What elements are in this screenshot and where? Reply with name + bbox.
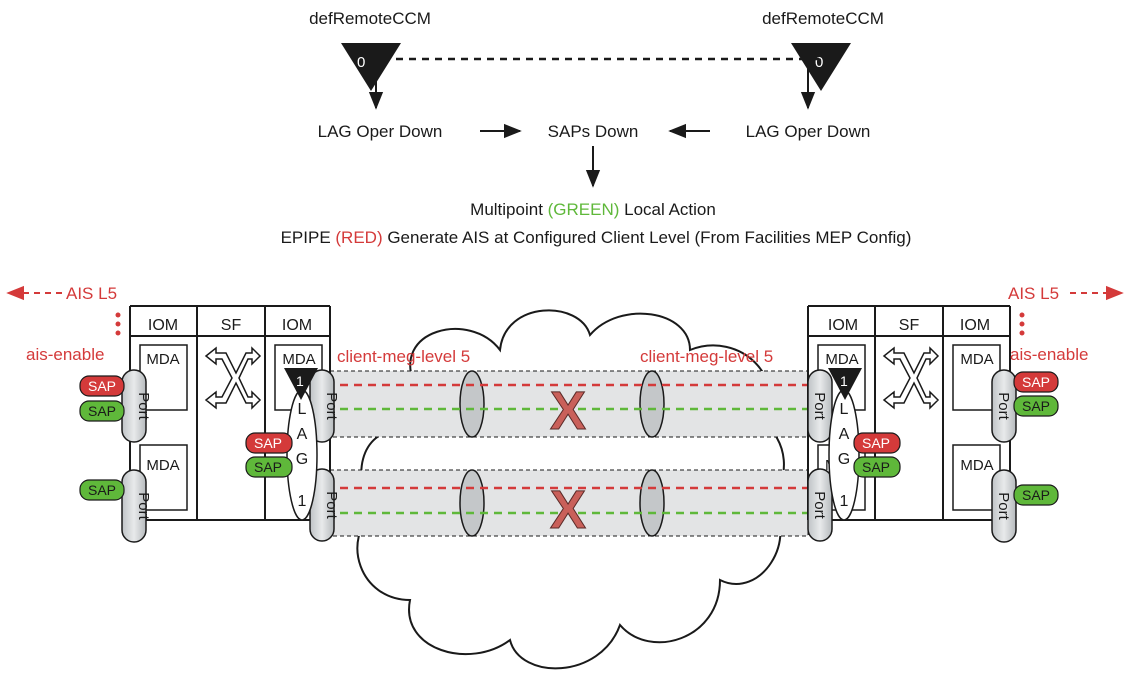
right-sap-red-top: SAP — [1013, 371, 1059, 393]
right-sap-red-top-label: SAP — [1022, 374, 1050, 390]
right-mda-bottom-label: MDA — [960, 457, 993, 474]
right-sf-label: SF — [899, 317, 920, 334]
right-lag-mep-marker: 1 — [828, 368, 862, 400]
right-port-top: Port — [991, 369, 1017, 443]
left-sap-green-bottom-label: SAP — [88, 482, 116, 498]
left-lag-port-bottom: Port — [309, 468, 340, 542]
right-lag-sap-red-label: SAP — [862, 435, 890, 451]
left-sap-red-top-label: SAP — [88, 378, 116, 394]
lower-link — [329, 469, 809, 537]
left-ais-enable-label: ais-enable — [26, 345, 104, 364]
right-iom-b-label: IOM — [960, 317, 990, 334]
right-switch-fabric-icon — [882, 346, 940, 410]
left-mda-top — [139, 344, 188, 411]
left-meg-level-label: client-meg-level 5 — [337, 347, 470, 366]
left-mda-lag-label: MDA — [282, 351, 315, 368]
left-mep-level: 0 — [357, 54, 365, 71]
right-lag-sap-red: SAP — [853, 432, 901, 454]
left-lag-status: LAG Oper Down — [318, 122, 443, 141]
right-meg-level-label: client-meg-level 5 — [640, 347, 773, 366]
left-iom-b-label: IOM — [282, 317, 312, 334]
action-line-1: Multipoint (GREEN) Local Action — [470, 200, 716, 219]
right-port-top-label: Port — [995, 392, 1012, 420]
right-lag-port-bottom-label: Port — [811, 491, 828, 519]
left-sap-red-top: SAP — [79, 375, 125, 397]
left-lag-sap-red-label: SAP — [254, 435, 282, 451]
right-sap-green-top: SAP — [1013, 395, 1059, 417]
left-lag-sap-green-label: SAP — [254, 459, 282, 475]
left-ccm-label: defRemoteCCM — [309, 9, 431, 28]
right-lag-sap-green: SAP — [853, 456, 901, 478]
left-lag-letter-l: L — [298, 401, 307, 418]
left-lag: L A G 1 — [286, 389, 318, 521]
left-lag-mep-level: 1 — [296, 373, 304, 389]
left-port-top-label: Port — [135, 392, 152, 420]
right-lag-port-bottom: Port — [807, 468, 833, 542]
left-ais-dots — [115, 312, 121, 336]
left-lag-port-bottom-label: Port — [323, 491, 340, 519]
left-port-top: Port — [121, 369, 152, 443]
right-port-bottom-label: Port — [995, 492, 1012, 520]
left-iom-a-label: IOM — [148, 317, 178, 334]
left-ais-label: AIS L5 — [66, 284, 117, 303]
left-mda-bottom-label: MDA — [146, 457, 179, 474]
left-sap-green-top-label: SAP — [88, 403, 116, 419]
left-sap-green-bottom: SAP — [79, 479, 125, 501]
right-ais-enable-label: ais-enable — [1010, 345, 1088, 364]
right-sap-green-top-label: SAP — [1022, 398, 1050, 414]
right-lag-letter-a: A — [839, 426, 850, 443]
right-lag-number: 1 — [840, 493, 849, 510]
right-lag-status: LAG Oper Down — [746, 122, 871, 141]
right-ccm-label: defRemoteCCM — [762, 9, 884, 28]
left-sap-green-top: SAP — [79, 400, 125, 422]
right-lag: L A G 1 — [828, 389, 860, 521]
right-mda-top-label: MDA — [960, 351, 993, 368]
left-lag-mep-marker: 1 — [284, 368, 318, 400]
left-lag-number: 1 — [298, 493, 307, 510]
right-lag-port-top-label: Port — [811, 392, 828, 420]
right-sap-green-bottom: SAP — [1013, 484, 1059, 506]
left-node: IOM SF IOM MDA MDA MDA — [129, 305, 331, 521]
right-lag-port-top: Port — [807, 369, 833, 443]
left-lag-letter-g: G — [296, 451, 308, 468]
left-sf-label: SF — [221, 317, 242, 334]
right-iom-a-label: IOM — [828, 317, 858, 334]
action-line-2: EPIPE (RED) Generate AIS at Configured C… — [281, 228, 912, 247]
right-port-bottom: Port — [991, 469, 1017, 543]
left-lag-sap-green: SAP — [245, 456, 293, 478]
right-lag-letter-g: G — [838, 451, 850, 468]
lower-link-fault-icon: X — [550, 480, 586, 540]
left-port-bottom-label: Port — [135, 492, 152, 520]
left-lag-sap-red: SAP — [245, 432, 293, 454]
right-ais-label: AIS L5 — [1008, 284, 1059, 303]
left-mda-bottom — [139, 444, 188, 511]
left-lag-letter-a: A — [297, 426, 308, 443]
right-lag-sap-green-label: SAP — [862, 459, 890, 475]
upper-link-fault-icon: X — [550, 381, 586, 441]
right-lag-letter-l: L — [840, 401, 849, 418]
left-mda-top-label: MDA — [146, 351, 179, 368]
right-mda-lag-label: MDA — [825, 351, 858, 368]
left-mep-marker: 0 — [341, 43, 401, 91]
saps-status: SAPs Down — [548, 122, 639, 141]
left-switch-fabric-icon — [204, 346, 262, 410]
right-mep-marker: 0 — [791, 43, 851, 91]
right-sap-green-bottom-label: SAP — [1022, 487, 1050, 503]
right-mep-level: 0 — [815, 54, 823, 71]
right-lag-mep-level: 1 — [840, 373, 848, 389]
right-ais-dots — [1019, 312, 1025, 336]
left-port-bottom: Port — [121, 469, 152, 543]
left-lag-port-top-label: Port — [323, 392, 340, 420]
